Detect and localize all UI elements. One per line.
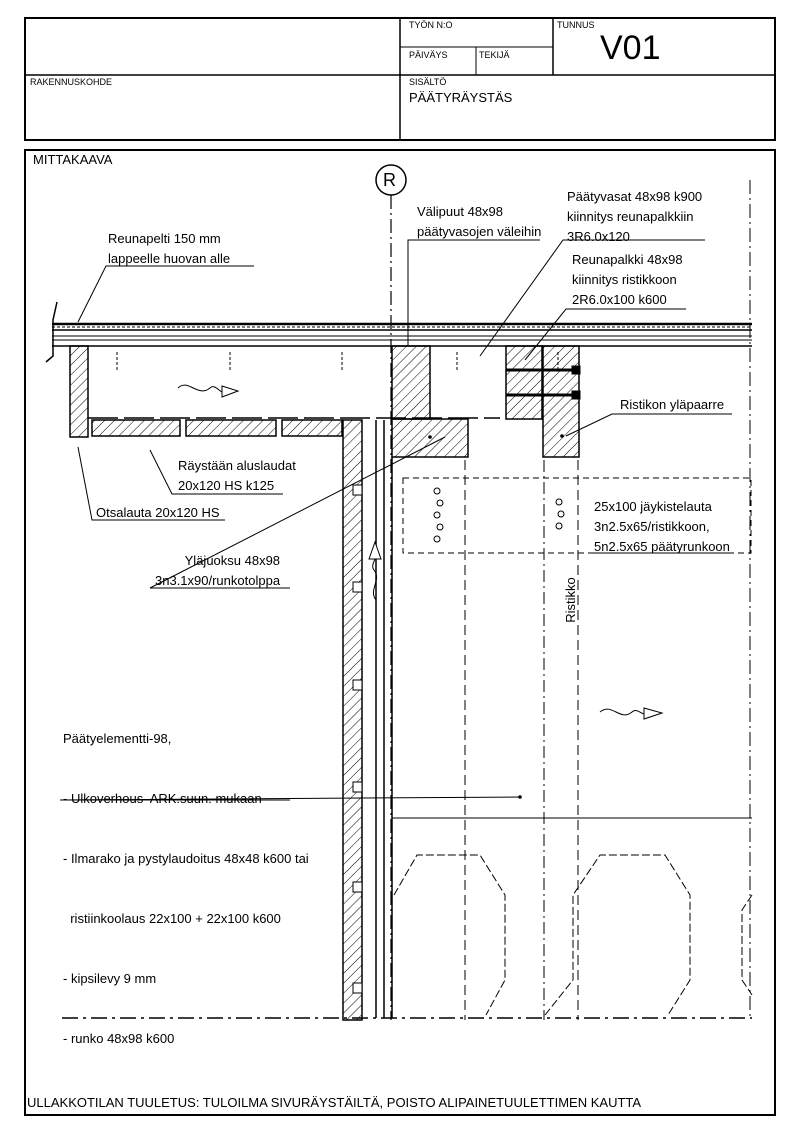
- drawing-frame: [24, 149, 776, 1116]
- code-label: TUNNUS: [557, 20, 595, 30]
- label-reunapelti: Reunapelti 150 mm lappeelle huovan alle: [108, 231, 231, 266]
- bolts: [506, 365, 581, 400]
- soffit-boards: [91, 419, 343, 437]
- label-raystaan-aluslaudat: Räystään aluslaudat 20x120 HS k125: [178, 458, 296, 493]
- ristikko-label: Ristikko: [562, 577, 578, 623]
- roof-layers: [52, 322, 752, 347]
- airflow-arrow-icon: [177, 384, 664, 720]
- date-label: PÄIVÄYS: [409, 50, 448, 60]
- content-label: SISÄLTÖ: [409, 77, 447, 87]
- blocking: [391, 345, 431, 420]
- site-label: RAKENNUSKOHDE: [30, 77, 113, 87]
- grid-marker-label: R: [383, 170, 396, 190]
- label-otsalauta: Otsalauta 20x120 HS: [96, 505, 220, 520]
- truss-top-chord: [542, 345, 580, 458]
- insulation-outline: [393, 854, 753, 1016]
- label-valipuut: Välipuut 48x98 päätyvasojen väleihin: [417, 204, 542, 239]
- scale-label: MITTAKAAVA: [33, 152, 113, 167]
- label-paatyelementti: Päätyelementti-98, - Ulkoverhous ARK.suu…: [63, 731, 309, 1046]
- label-ristikon-ylapaarre: Ristikon yläpaarre: [620, 397, 725, 412]
- drawing-code: V01: [600, 29, 661, 67]
- footer-note: ULLAKKOTILAN TUULETUS: TULOILMA SIVURÄYS…: [27, 1095, 642, 1110]
- edge-flashing: [45, 301, 58, 363]
- bracing-board: [402, 477, 752, 554]
- leader-dots: [428, 434, 564, 799]
- wall-element: [342, 419, 393, 1021]
- roof-fasteners: [116, 352, 559, 372]
- leader-lines: [59, 239, 732, 801]
- title-block-frame: [24, 17, 776, 141]
- edge-beam: [505, 345, 543, 420]
- fascia-board: [69, 345, 89, 438]
- label-paatyvasat: Päätyvasat 48x98 k900 kiinnitys reunapal…: [567, 189, 703, 244]
- ristikko-label-wrap: Ristikko: [563, 574, 590, 644]
- content-value: PÄÄTYRÄYSTÄS: [409, 90, 513, 105]
- label-jaykistelauta: 25x100 jäykistelauta 3n2.5x65/ristikkoon…: [594, 499, 730, 554]
- label-reunapalkki: Reunapalkki 48x98 kiinnitys ristikkoon 2…: [572, 252, 683, 307]
- author-label: TEKIJÄ: [479, 50, 510, 60]
- work-number-label: TYÖN N:O: [409, 20, 453, 30]
- grid-marker: [375, 164, 407, 1020]
- nails: [433, 487, 565, 543]
- label-ylajuoksu: Yläjuoksu 48x98 3n3.1x90/runkotolppa: [155, 553, 281, 588]
